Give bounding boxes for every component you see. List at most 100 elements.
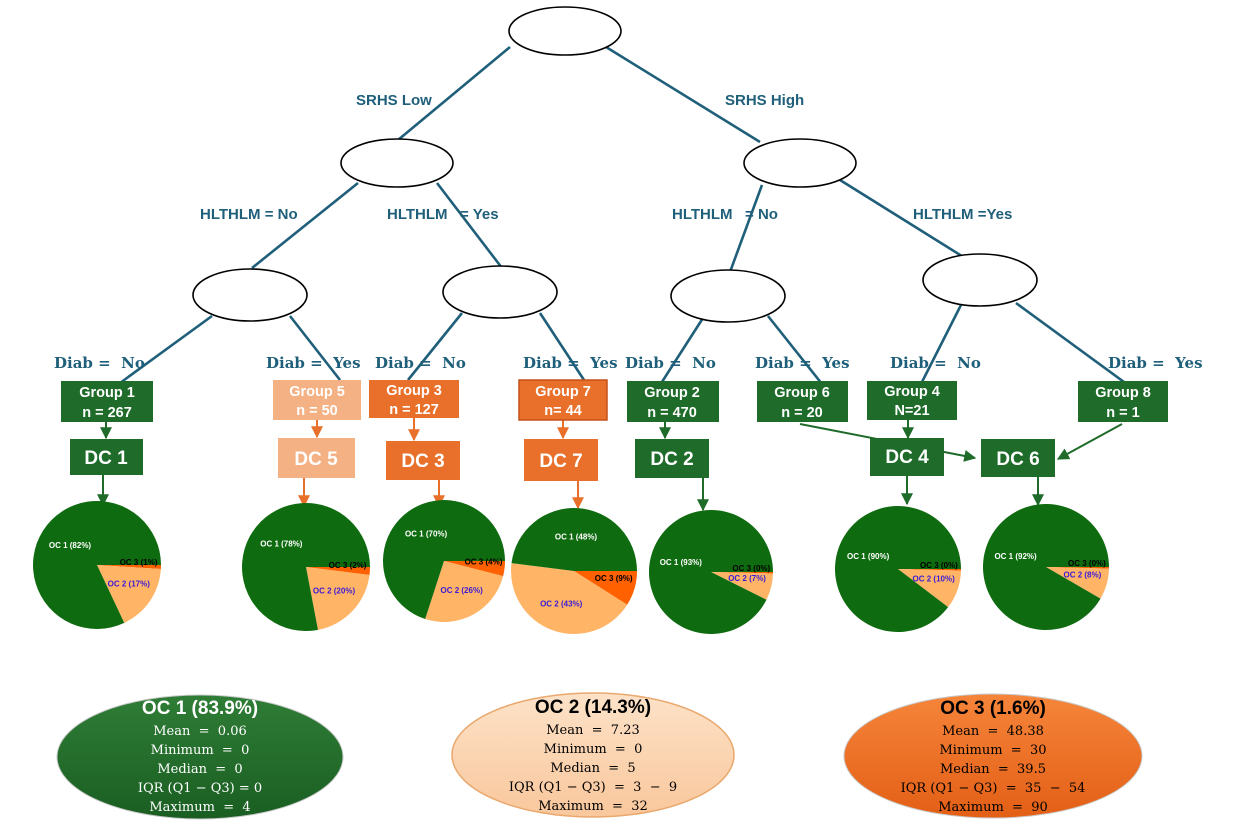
group-box-name: Group 5 — [289, 384, 345, 400]
pie-slice-label: OC 2 (26%) — [441, 586, 484, 595]
node-lr — [442, 265, 558, 319]
pie-slice-label: OC 1 (92%) — [994, 552, 1037, 561]
label-srhs-low: SRHS Low — [356, 92, 432, 109]
pie-slice — [444, 561, 505, 577]
summary-stat: Minimum = 0 — [544, 742, 643, 757]
dc-box-7: DC 7 — [524, 439, 598, 481]
group-box-n: n = 470 — [647, 405, 697, 421]
pie-slice-label: OC 2 (20%) — [313, 586, 356, 595]
group-box-8: Group 8 n = 1 — [1078, 381, 1168, 422]
pie-slice — [835, 505, 961, 632]
pie-slice-label: OC 2 (7%) — [728, 574, 766, 583]
pie-slice-label: OC 3 (4%) — [465, 558, 503, 567]
group-box-bg — [273, 380, 361, 420]
summary-ovals: OC 1 (83.9%) Mean = 0.06 Minimum = 0 Med… — [56, 692, 1143, 820]
pie-slice — [898, 569, 961, 571]
pie-slice — [511, 507, 637, 571]
pie-dc-1: OC 1 (82%)OC 2 (17%)OC 3 (1%) — [33, 501, 161, 629]
summary-title: OC 1 (83.9%) — [142, 698, 258, 719]
pie-slice-label: OC 3 (2%) — [329, 561, 367, 570]
label-hlthlm-ll: HLTHLM = No — [200, 206, 298, 223]
group-box-5: Group 5 n = 50 — [273, 380, 361, 420]
summary-stat: Maximum = 90 — [938, 800, 1048, 815]
summary-title: OC 3 (1.6%) — [940, 698, 1046, 719]
pie-dc-5: OC 1 (78%) OC 2 (20%) OC 3 (2%) — [242, 503, 370, 631]
pie-charts: OC 1 (82%)OC 2 (17%)OC 3 (1%)OC 1 (78%)O… — [33, 499, 1109, 635]
group-box-bg — [757, 381, 848, 422]
group-box-name: Group 2 — [644, 385, 700, 401]
group-box-n: n = 1 — [1106, 405, 1139, 421]
pie-slice — [983, 504, 1109, 631]
group-box-name: Group 3 — [386, 383, 442, 399]
summary-oval-bg — [451, 692, 735, 818]
summary-stat: Median = 39.5 — [940, 762, 1046, 777]
pie-slice-label: OC 3 (1%) — [120, 558, 158, 567]
dc-box-bg — [870, 438, 944, 476]
pie-dc-2: OC 1 (93%)OC 2 (7%)OC 3 (0%) — [649, 509, 773, 634]
group-box-6: Group 6 n = 20 — [757, 381, 848, 422]
summary-stat: Maximum = 32 — [538, 799, 648, 814]
label-hlthlm-rr: HLTHLM =Yes — [913, 206, 1012, 223]
label-diab-7: Diab = No — [890, 354, 981, 372]
label-diab-3: Diab = No — [375, 354, 466, 372]
node-ll — [192, 268, 308, 322]
dc-box-2: DC 2 — [635, 439, 709, 478]
pie-slice — [1046, 567, 1109, 599]
tree-nodes — [192, 6, 1038, 323]
label-hlthlm-rl: HLTHLM = No — [672, 206, 778, 223]
group-box-7: Group 7 n= 44 — [518, 379, 608, 421]
pie-slice-label: OC 1 (78%) — [260, 540, 303, 549]
label-diab-6: Diab = Yes — [755, 354, 850, 372]
summary-stat: Mean = 48.38 — [942, 724, 1044, 739]
summary-stat: Mean = 7.23 — [546, 723, 640, 738]
dc-box-bg — [278, 438, 355, 478]
summary-stat: Median = 5 — [550, 761, 635, 776]
group-box-bg — [627, 381, 719, 422]
summary-oc2: OC 2 (14.3%) Mean = 7.23 Minimum = 0 Med… — [451, 692, 735, 818]
pie-slice — [242, 503, 370, 631]
group-box-name: Group 8 — [1095, 385, 1151, 401]
node-rl — [670, 269, 786, 323]
group-box-4: Group 4 N=21 — [867, 381, 957, 420]
pie-slice — [97, 565, 161, 623]
group-box-2: Group 2 n = 470 — [627, 381, 719, 422]
dc-box-bg — [635, 439, 709, 478]
pie-slice — [383, 499, 505, 620]
pie-dc-6: OC 1 (92%)OC 2 (8%)OC 3 (0%) — [983, 504, 1109, 631]
pie-slice — [711, 572, 773, 600]
dc-boxes: DC 1 DC 5 DC 3 DC 7 DC 2 DC 4 DC 6 — [70, 438, 1055, 481]
label-diab-2: Diab = Yes — [266, 354, 361, 372]
pie-slice — [649, 509, 773, 634]
label-hlthlm-lr: HLTHLM = Yes — [387, 206, 499, 223]
summary-stat: IQR (Q1 − Q3) = 0 — [138, 781, 262, 796]
summary-stat: IQR (Q1 − Q3) = 3 − 9 — [509, 780, 677, 795]
pie-slice — [510, 563, 628, 635]
group-box-name: Group 7 — [535, 384, 591, 400]
pie-slice — [898, 569, 961, 608]
group-box-1: Group 1 n = 267 — [61, 381, 153, 422]
group-box-name: Group 6 — [774, 385, 830, 401]
pie-slice — [574, 571, 637, 605]
dc-box-label: DC 5 — [294, 449, 338, 470]
summary-stat: Maximum = 4 — [149, 800, 250, 815]
pie-dc-7: OC 1 (48%)OC 2 (43%)OC 3 (9%) — [510, 507, 637, 635]
dc-box-1: DC 1 — [70, 439, 143, 475]
pie-slice-label: OC 1 (82%) — [49, 541, 92, 550]
pie-slice — [306, 567, 370, 576]
summary-oval-bg — [56, 694, 344, 820]
root-node — [508, 6, 622, 56]
summary-title: OC 2 (14.3%) — [535, 697, 651, 718]
group-box-bg — [369, 380, 459, 418]
dc-box-4: DC 4 — [870, 438, 944, 476]
dc-box-bg — [70, 439, 143, 475]
pie-slice — [33, 501, 161, 629]
summary-stat: Minimum = 30 — [940, 743, 1047, 758]
dc-box-bg — [981, 439, 1055, 477]
pie-slice-label: OC 2 (8%) — [1063, 570, 1101, 579]
group-box-bg — [518, 379, 608, 421]
pie-slice — [425, 561, 504, 623]
pie-slice-label: OC 2 (43%) — [540, 600, 583, 609]
label-diab-4: Diab = Yes — [523, 354, 618, 372]
pie-dc-4: OC 1 (90%)OC 2 (10%)OC 3 (0%) — [835, 505, 961, 632]
